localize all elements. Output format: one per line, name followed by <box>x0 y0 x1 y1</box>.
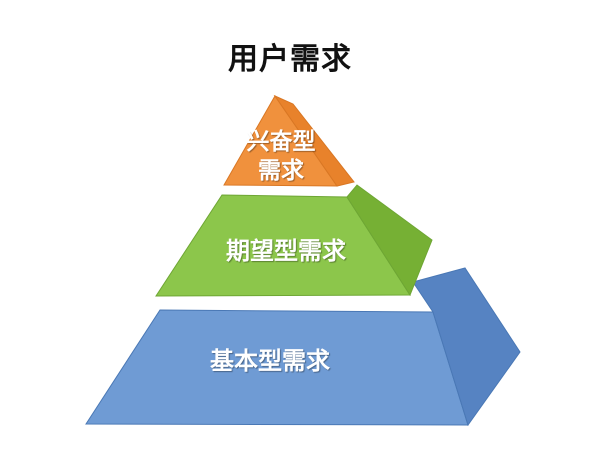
pyramid-level-basic <box>85 267 521 427</box>
diagram-title: 用户需求 <box>228 42 352 77</box>
expected-level-side-face <box>346 184 433 297</box>
exciting-needs-label: 兴奋型需求 <box>246 129 316 184</box>
basic-needs-label: 基本型需求 <box>210 347 330 375</box>
pyramid-level-expected <box>155 184 433 297</box>
pyramid-level-exciting <box>223 94 355 187</box>
basic-level-side-face <box>412 267 521 427</box>
exciting-level-side-face <box>273 94 355 187</box>
expected-needs-label: 期望型需求 <box>226 237 346 265</box>
